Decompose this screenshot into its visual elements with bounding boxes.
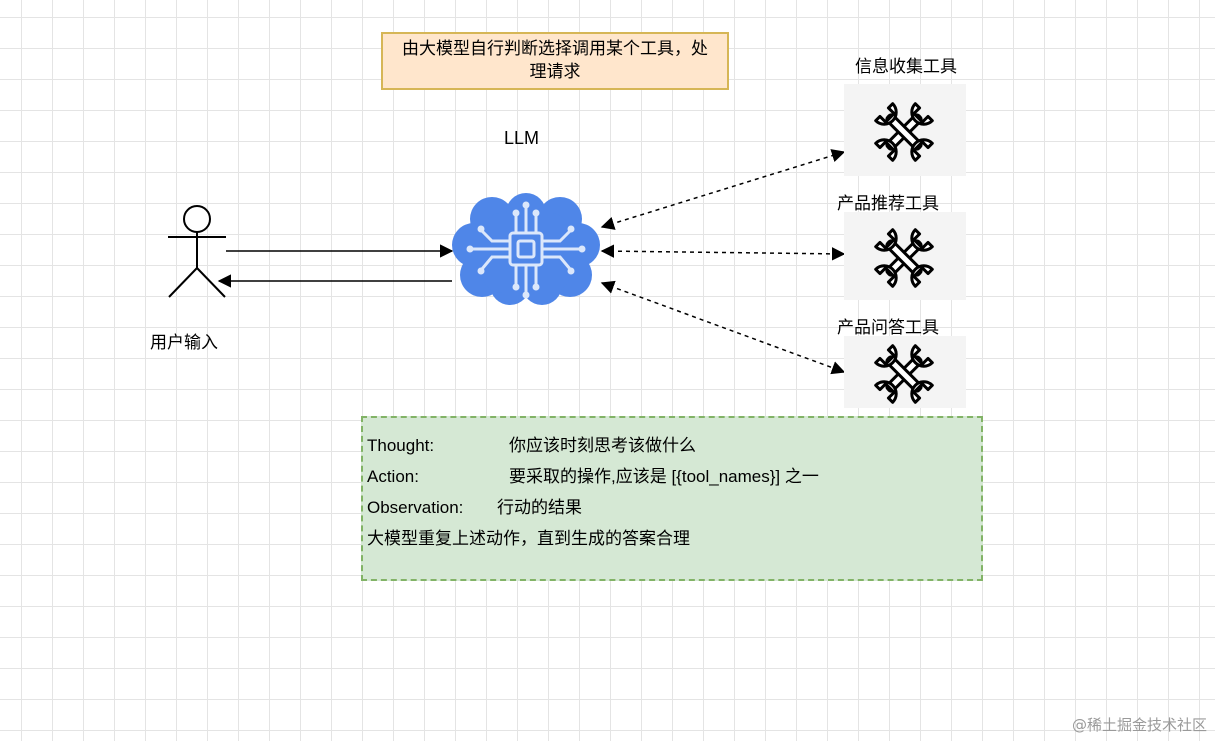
note-text: 由大模型自行判断选择调用某个工具，处理请求 [402, 39, 708, 82]
llm-label: LLM [504, 128, 540, 148]
tool-title: 产品推荐工具 [837, 194, 939, 214]
llm-tool1-connector [600, 149, 846, 230]
react-loop-box: Thought: 你应该时刻思考该做什么 Action: 要采取的操作,应该是 … [361, 416, 983, 581]
summary-text: 大模型重复上述动作，直到生成的答案合理 [367, 529, 690, 548]
thought-key: Thought: [367, 436, 435, 455]
action-key: Action: [367, 467, 419, 486]
summary-row: 大模型重复上述动作，直到生成的答案合理 [367, 523, 981, 554]
tool-node [844, 212, 966, 300]
observation-key: Observation: [367, 498, 464, 517]
observation-row: Observation: 行动的结果 [367, 492, 981, 523]
llm-tool3-connector [600, 280, 846, 375]
action-value: 要采取的操作,应该是 [{tool_names}] 之一 [509, 467, 819, 486]
thought-row: Thought: 你应该时刻思考该做什么 [367, 430, 981, 461]
wrench-cross-icon [874, 228, 934, 288]
action-row: Action: 要采取的操作,应该是 [{tool_names}] 之一 [367, 461, 981, 492]
watermark: @稀土掘金技术社区 [1071, 716, 1207, 734]
thought-value: 你应该时刻思考该做什么 [509, 436, 696, 455]
user-actor-icon [168, 205, 226, 298]
note-box: 由大模型自行判断选择调用某个工具，处理请求 [381, 32, 729, 90]
tool-title: 产品问答工具 [837, 318, 939, 338]
llm-tool2-connector [600, 244, 846, 261]
brain-icon [452, 193, 600, 305]
observation-value: 行动的结果 [497, 498, 582, 517]
tool-node [844, 84, 966, 176]
wrench-cross-icon [874, 344, 934, 404]
tool-title: 信息收集工具 [855, 57, 957, 77]
tool-node [844, 336, 966, 408]
user-label: 用户输入 [150, 333, 218, 353]
wrench-cross-icon [874, 102, 934, 162]
